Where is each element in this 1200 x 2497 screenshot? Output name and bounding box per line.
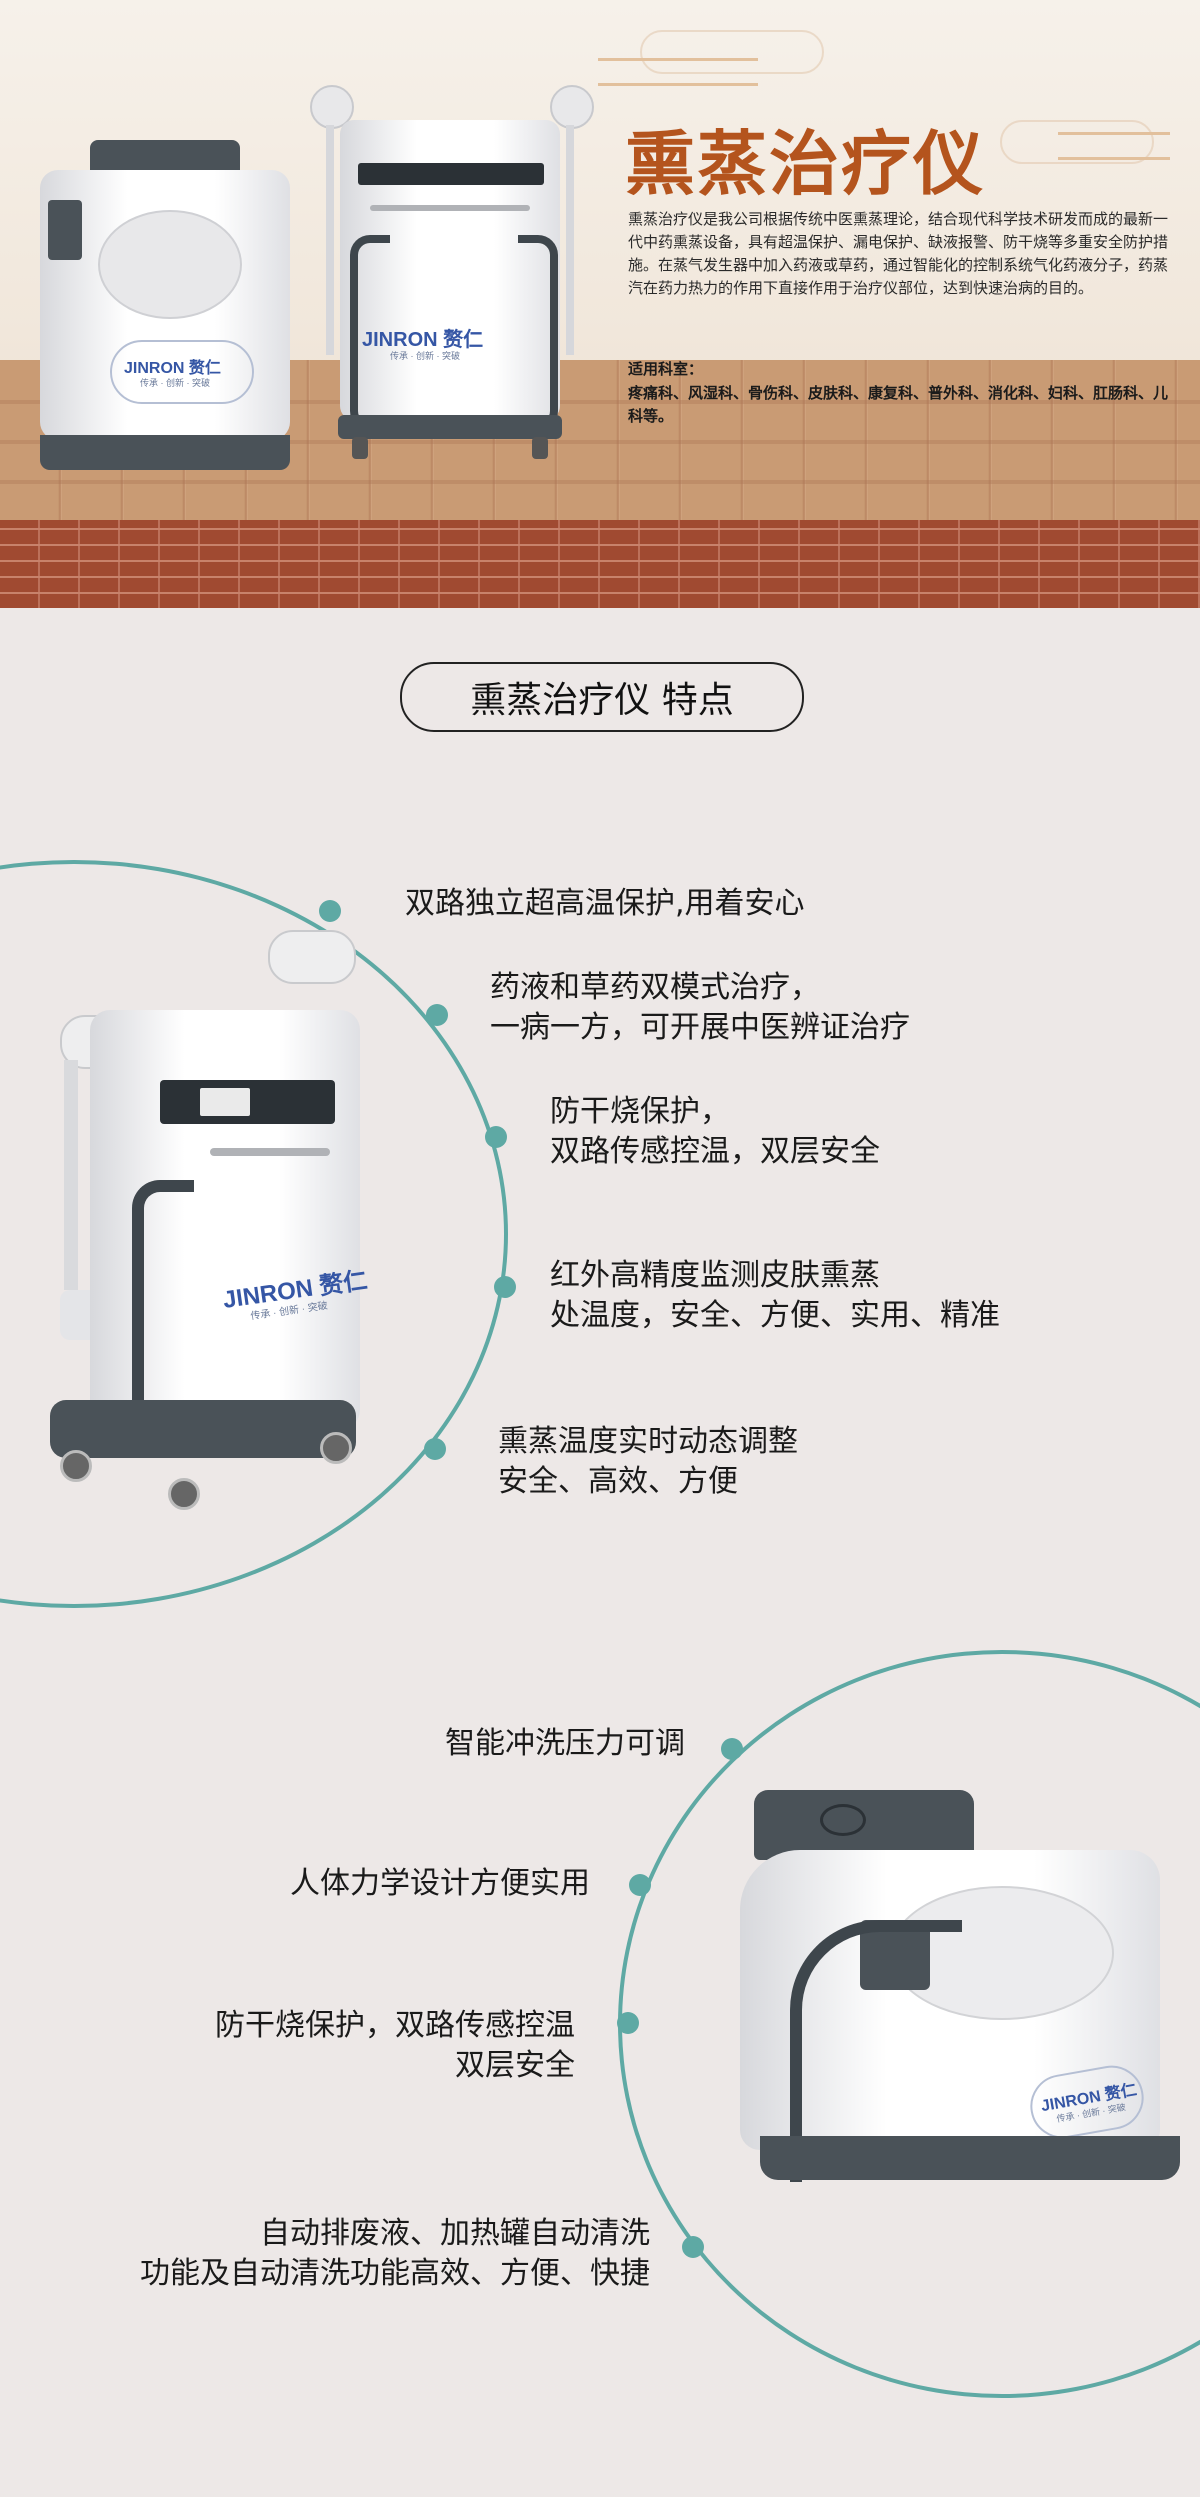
seated-device-image-large: JINRON 赘仁 传承 · 创新 · 突破 (740, 1790, 1190, 2200)
section-title: 熏蒸治疗仪 特点 (400, 662, 804, 732)
feature-dot (682, 2236, 704, 2258)
feature-item: 药液和草药双模式治疗， 一病一方，可开展中医辨证治疗 (490, 970, 910, 1045)
feature-item: 防干烧保护， 双路传感控温，双层安全 (550, 1094, 880, 1169)
hero-banner: JINRON 赘仁 传承 · 创新 · 突破 JINRON 赘仁 传承 · 创新… (0, 0, 1200, 608)
departments-label: 适用科室： (628, 360, 704, 378)
feature-item: 防干烧保护，双路传感控温 双层安全 (215, 2008, 575, 2083)
brick-wall (0, 520, 1200, 608)
feature-item: 熏蒸温度实时动态调整 安全、高效、方便 (498, 1424, 798, 1499)
feature-dot (617, 2012, 639, 2034)
brand-logo-text: JINRON 赘仁 (124, 360, 221, 377)
feature-dot (485, 1126, 507, 1148)
feature-dot (721, 1738, 743, 1760)
feature-item: 自动排废液、加热罐自动清洗 功能及自动清洗功能高效、方便、快捷 (140, 2216, 650, 2291)
trolley-device-image: JINRON 赘仁 传承 · 创新 · 突破 (310, 75, 600, 485)
cloud-decoration (1000, 120, 1154, 164)
hero-title: 熏蒸治疗仪 (625, 123, 985, 205)
hero-description: 熏蒸治疗仪是我公司根据传统中医熏蒸理论，结合现代科学技术研发而成的最新一代中药熏… (628, 210, 1169, 297)
feature-item: 双路独立超高温保护,用着安心 (405, 886, 805, 921)
brand-logo-text: JINRON 赘仁 (362, 329, 484, 351)
brand-tagline: 传承 · 创新 · 突破 (140, 378, 210, 388)
feature-item: 人体力学设计方便实用 (290, 1866, 590, 1901)
trolley-device-image-large: JINRON 赘仁 传承 · 创新 · 突破 (50, 930, 380, 1510)
title-decoration (1058, 132, 1170, 160)
feature-dot (319, 900, 341, 922)
feature-dot (629, 1874, 651, 1896)
feature-dot (494, 1276, 516, 1298)
title-decoration (598, 58, 758, 86)
seated-device-image: JINRON 赘仁 传承 · 创新 · 突破 (40, 140, 290, 470)
feature-dot (426, 1004, 448, 1026)
feature-item: 红外高精度监测皮肤熏蒸 处温度，安全、方便、实用、精准 (550, 1258, 1000, 1333)
brand-tagline: 传承 · 创新 · 突破 (390, 351, 460, 361)
feature-dot (424, 1438, 446, 1460)
departments-list: 疼痛科、风湿科、骨伤科、皮肤科、康复科、普外科、消化科、妇科、肛肠科、儿科等。 (628, 384, 1169, 425)
feature-item: 智能冲洗压力可调 (445, 1726, 685, 1761)
cloud-decoration (640, 30, 824, 74)
